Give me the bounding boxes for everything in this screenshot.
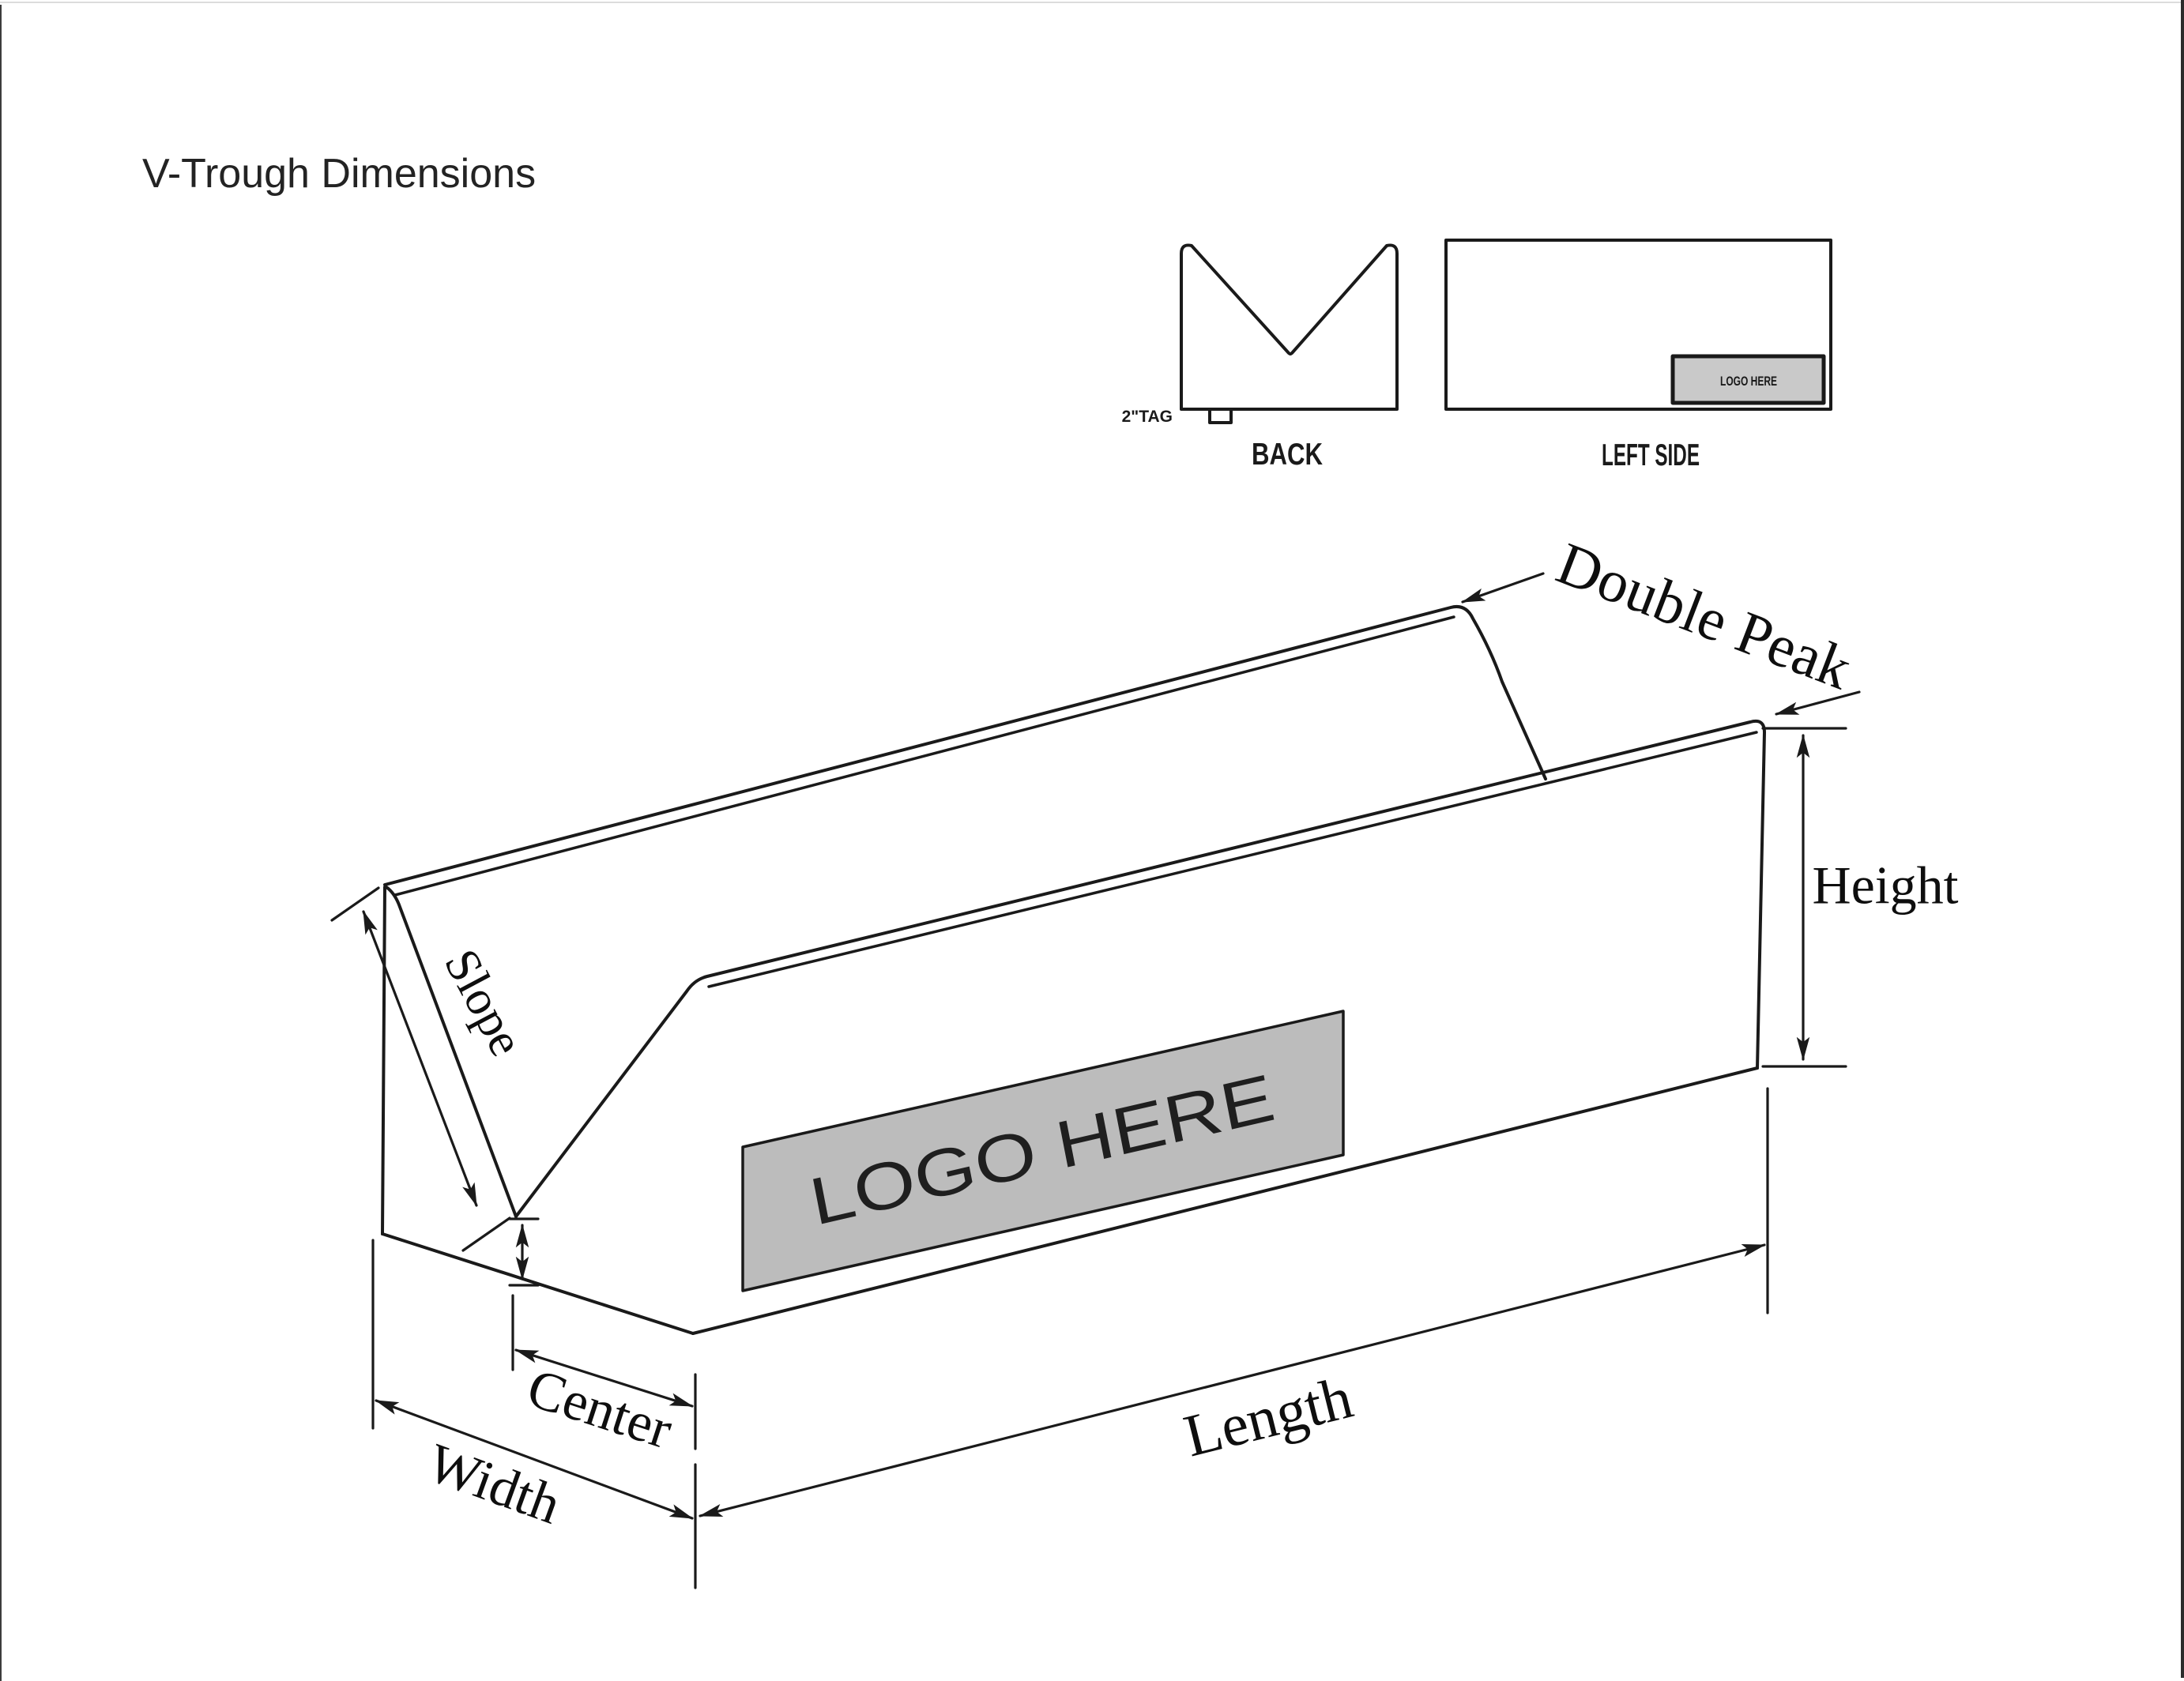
trough-isometric: LOGO HERE <box>381 605 1766 1335</box>
trough-front-top-edge-inner <box>707 731 1758 988</box>
trough-back-top-edge-inner <box>393 615 1455 897</box>
back-view-caption: BACK <box>1252 438 1323 472</box>
slope-tick-bottom <box>461 1217 511 1252</box>
double-peak-label: Double Peak <box>1548 530 1860 702</box>
back-view-outline <box>1180 243 1399 411</box>
page-title: V-Trough Dimensions <box>142 151 537 197</box>
back-view: 2"TAG BACK <box>1122 243 1399 472</box>
width-dimension-line <box>375 1399 694 1520</box>
trough-base-bottom-edge <box>381 1232 695 1335</box>
trough-back-top-edge <box>383 605 1547 886</box>
length-dimension-line <box>699 1243 1766 1517</box>
length-label: Length <box>1178 1364 1359 1470</box>
page-top-edge <box>0 2 2184 3</box>
left-side-logo-box <box>1670 354 1826 405</box>
center-dimension-line <box>514 1348 694 1408</box>
left-side-caption: LEFT SIDE <box>1602 438 1700 472</box>
slope-tick-top <box>330 886 380 922</box>
slope-dimension-line <box>362 910 478 1207</box>
trough-left-edge <box>381 886 386 1235</box>
double-peak-arrow-back <box>1461 572 1545 604</box>
height-label: Height <box>1812 856 1958 916</box>
back-view-tag-label: 2"TAG <box>1122 408 1173 426</box>
trough-front-top-edge <box>514 719 1766 1218</box>
left-side-logo-label: LOGO HERE <box>1720 374 1777 389</box>
page-left-edge <box>0 5 2 1681</box>
double-peak-arrow-front <box>1775 690 1861 716</box>
back-view-tab <box>1208 408 1233 424</box>
slope-label: Slope <box>434 941 533 1065</box>
left-side-view: LOGO HERE LEFT SIDE <box>1444 239 1832 472</box>
width-label: Width <box>420 1432 568 1536</box>
center-label: Center <box>520 1357 679 1461</box>
trough-v-left-slope <box>385 886 518 1218</box>
trough-logo-panel <box>741 1010 1345 1292</box>
page-right-edge <box>2181 0 2184 1678</box>
